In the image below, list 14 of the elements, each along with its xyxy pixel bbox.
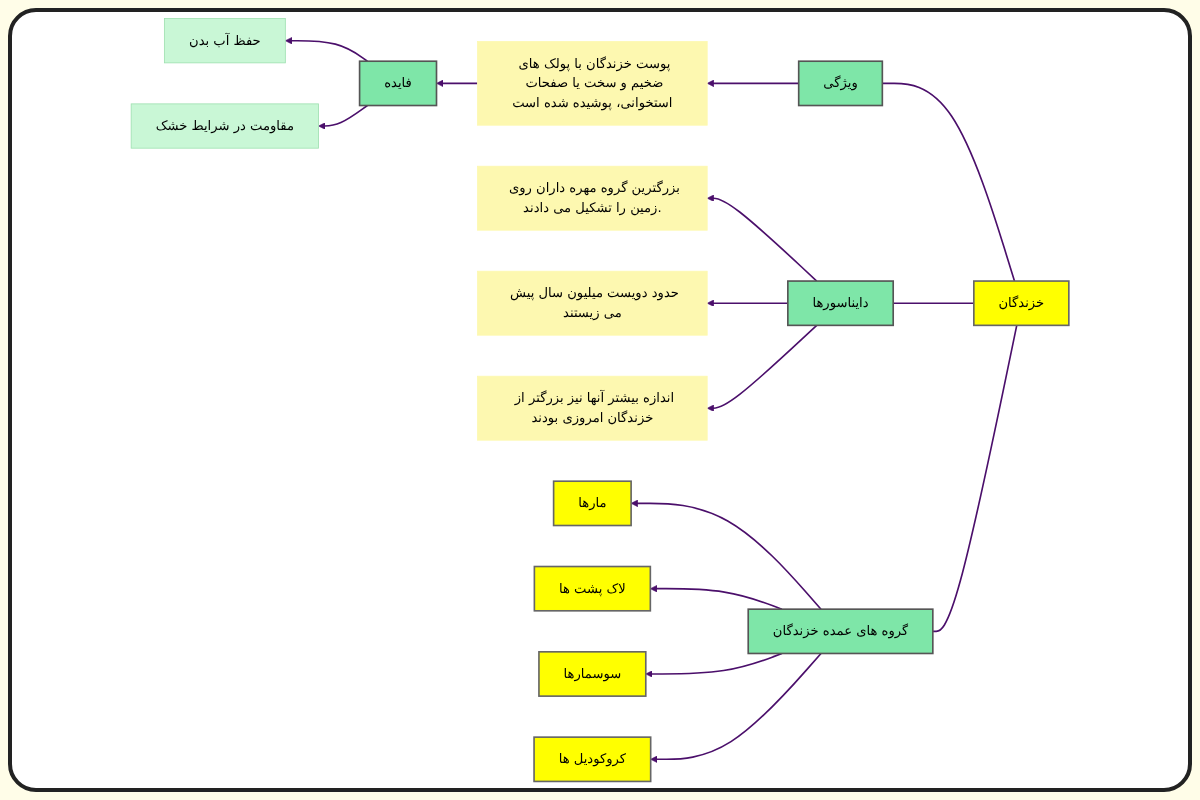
connector [932,324,1018,633]
arrow [706,324,818,412]
arrow [706,79,800,87]
arrow [630,499,822,610]
arrow [650,652,822,763]
arrow [650,585,783,610]
arrow [318,104,369,130]
arrow [706,299,789,307]
arrow [706,194,818,282]
arrow [436,79,479,87]
arrow [285,37,369,63]
arrow [645,652,783,678]
connector [881,82,1016,282]
connector [892,302,975,305]
